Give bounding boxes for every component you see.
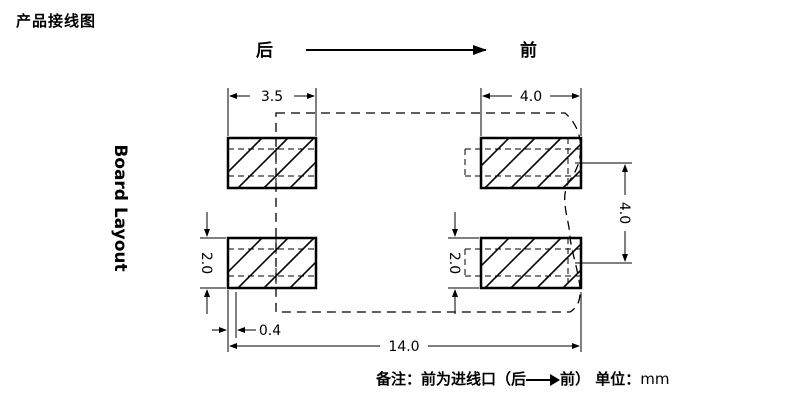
dim-pad-width-back-text: 3.5 bbox=[261, 89, 283, 105]
direction-front-label: 前 bbox=[520, 41, 537, 61]
dim-pad-spacing-text: 4.0 bbox=[616, 202, 632, 224]
direction-back-label: 后 bbox=[256, 41, 273, 61]
footnote: 备注：前为进线口（后 前） 单位：mm bbox=[376, 368, 670, 389]
dim-pad-width-front bbox=[480, 88, 582, 136]
dim-pad-height-left-text: 2.0 bbox=[198, 252, 214, 274]
diagram-title: 产品接线图 bbox=[16, 12, 97, 30]
component-outline bbox=[275, 112, 582, 313]
footnote-arrow-icon bbox=[526, 373, 561, 386]
pad-bottom-left bbox=[226, 236, 318, 290]
dim-pad-spacing bbox=[575, 162, 632, 264]
pad-top-left bbox=[226, 136, 318, 190]
unit-value: mm bbox=[640, 370, 670, 388]
dim-pad-height-right bbox=[448, 212, 479, 314]
dim-pad-width-back bbox=[227, 88, 317, 136]
dim-pad-height-right-text: 2.0 bbox=[446, 252, 462, 274]
dim-overall-length bbox=[227, 292, 582, 352]
dim-pad-height-left bbox=[200, 212, 226, 314]
footnote-middle: 前） bbox=[560, 370, 591, 388]
dim-offset bbox=[212, 290, 256, 338]
dim-pad-width-front-text: 4.0 bbox=[520, 89, 542, 105]
unit-label: 单位： bbox=[595, 370, 641, 388]
dim-overall-length-text: 14.0 bbox=[388, 339, 419, 355]
footnote-prefix: 备注：前为进线口（后 bbox=[376, 370, 527, 388]
dim-offset-text: 0.4 bbox=[259, 323, 281, 339]
